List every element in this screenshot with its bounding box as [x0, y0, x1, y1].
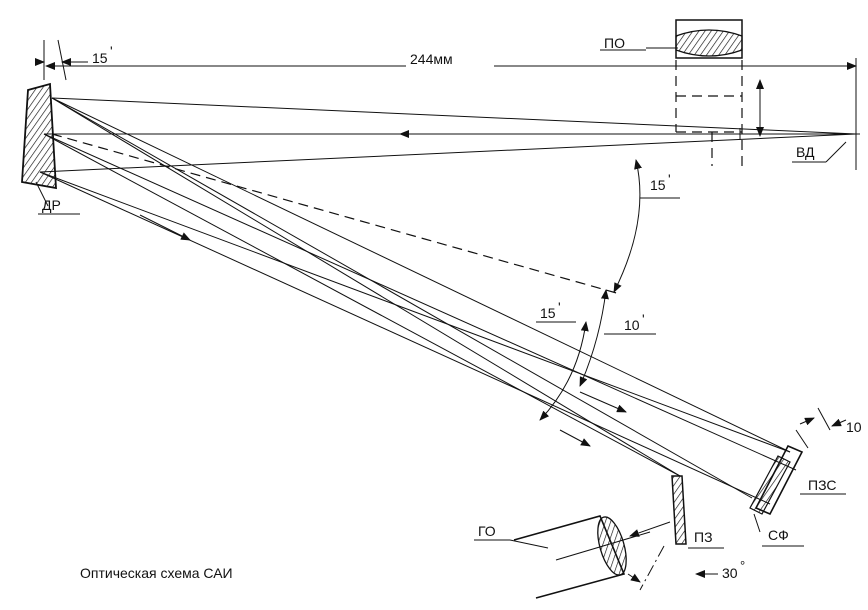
angle-arc-mid: 15 ' [613, 159, 680, 293]
angle-top-label: 15 [92, 50, 108, 66]
mirror-dr-leader [35, 181, 49, 207]
mirror-dr-body [21, 82, 57, 190]
pzs-dim-arrow [799, 417, 815, 426]
ray-l-arrow-2 [579, 391, 627, 413]
dim-label-244: 244мм [410, 51, 453, 67]
arc-mid [613, 159, 642, 293]
label-sf: СФ [768, 527, 789, 543]
ray-l-5 [39, 171, 791, 453]
lens-po-glass [675, 29, 743, 57]
ray-l-arrow-1 [139, 214, 191, 241]
label-po: ПО [604, 35, 625, 51]
sf-filter [749, 455, 791, 515]
ray-bundle-lower [39, 97, 797, 505]
pz-body [671, 475, 687, 545]
ray-l-arrow-3 [559, 429, 591, 447]
angle-30-label: 30 [722, 565, 738, 581]
go-small-arrow [627, 573, 641, 583]
arc-lower-10 [579, 289, 609, 387]
ray-bundle-upper [39, 97, 857, 173]
pzs-dim-arrow-2 [831, 418, 847, 427]
angle-mid-label: 15 [650, 177, 666, 193]
sf-leader [753, 513, 761, 533]
ray-l-7 [51, 97, 681, 477]
angle-30-degree: ° [740, 558, 745, 573]
label-dr: ДР [42, 197, 61, 213]
angle-arcs-lower: 15 ' 10 ' [536, 289, 656, 421]
dimension-244mm: 244мм [43, 39, 857, 170]
ray-l-4 [51, 97, 753, 499]
diagram-caption: Оптическая схема САИ [80, 565, 233, 581]
label-pz: ПЗ [694, 529, 713, 545]
go-glass [597, 516, 627, 576]
angle-mid-prime: ' [668, 171, 671, 187]
detector-pzs: 10 ПЗС СФ [749, 407, 862, 547]
dim-ext-left-2 [57, 39, 67, 81]
angle-top-left: 15 ' [35, 43, 113, 66]
angle-top-prime: ' [110, 43, 113, 59]
ray-u-3 [39, 133, 857, 173]
go-leader [509, 539, 549, 549]
ray-u-1 [51, 97, 857, 135]
lens-po-shift [675, 60, 764, 170]
dim-label-bg [406, 50, 494, 68]
ray-l-3 [39, 171, 771, 505]
label-go: ГО [478, 523, 496, 539]
mirror-dr: ДР [21, 82, 80, 215]
pzs-ext [795, 429, 809, 449]
go-ray-arrow [629, 521, 671, 537]
angle-right-10-label: 10 [846, 419, 862, 435]
lens-go: ГО [474, 515, 671, 599]
angle-10-prime: ' [642, 311, 645, 327]
label-pzs: ПЗС [808, 477, 836, 493]
ray-l-2 [43, 133, 797, 471]
source-vd: ВД [792, 133, 860, 163]
angle-10-label: 10 [624, 317, 640, 333]
ray-l-1 [51, 97, 791, 453]
mirror-pz: ПЗ 30 ° [639, 475, 745, 591]
angle-lower-15-label: 15 [540, 305, 556, 321]
angle-lower-15-prime: ' [558, 299, 561, 315]
pz-axis [639, 545, 665, 591]
lens-po: ПО [600, 19, 743, 59]
vd-leader [825, 141, 847, 163]
pzs-ext-2 [817, 407, 831, 431]
ray-l-6 [43, 133, 681, 477]
ray-axis-dashed [51, 133, 621, 295]
label-vd: ВД [796, 144, 815, 160]
